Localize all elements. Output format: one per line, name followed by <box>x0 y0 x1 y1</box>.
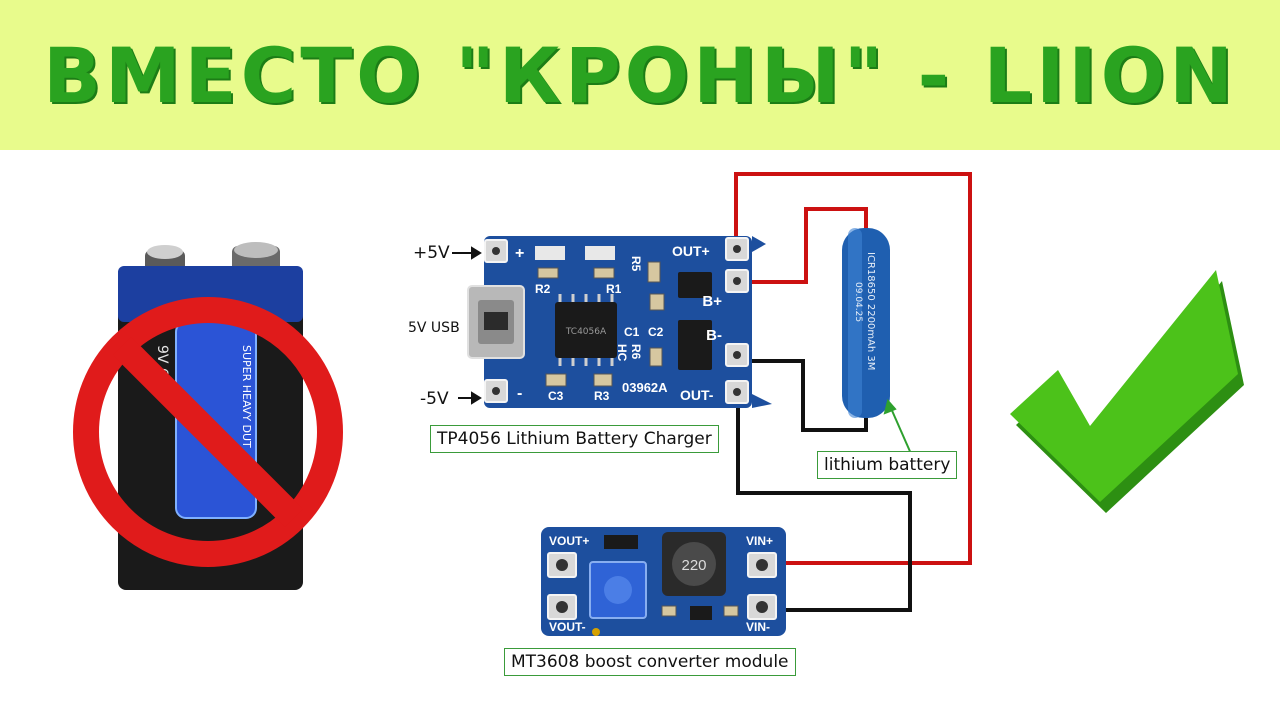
pin-vin-plus-label: VIN+ <box>746 534 773 548</box>
battery-9v-side-label: SUPER HEAVY DUT <box>240 345 253 448</box>
input-arrows <box>452 246 482 405</box>
pin-vout-plus-label: VOUT+ <box>549 534 589 548</box>
pin-b-plus-label: B+ <box>702 293 722 310</box>
pin-minus-sign: - <box>517 385 522 402</box>
input-minus-5v-label: -5V <box>420 389 449 409</box>
pin-plus-sign: + <box>515 245 524 262</box>
wire-black-b-minus <box>740 359 868 432</box>
tp4056-caption: TP4056 Lithium Battery Charger <box>430 425 719 453</box>
lithium-cell-18650: ICR18650 2200mAh 3M 09.04.25 <box>842 228 890 418</box>
wire-black-out-minus <box>736 394 912 612</box>
tp4056-board: TC4056A + - OUT+ B+ B- OUT- 03962A R2 R1… <box>467 236 772 408</box>
cell-pointer-arrow <box>883 398 913 457</box>
pin-vout-minus-label: VOUT- <box>549 620 586 634</box>
chip-marking: TC4056A <box>565 327 607 337</box>
pin-out-minus-label: OUT- <box>680 387 714 403</box>
prohibition-sign-icon <box>73 297 343 567</box>
comp-r1: R1 <box>606 282 622 296</box>
comp-c3: C3 <box>548 389 564 403</box>
mt3608-board: 220 VOUT+ VOUT- VIN+ VIN- <box>541 527 786 636</box>
pin-vin-minus-label: VIN- <box>746 620 770 634</box>
cell-print: ICR18650 2200mAh 3M <box>865 252 876 370</box>
checkmark-icon <box>1010 270 1244 513</box>
mt3608-caption: MT3608 boost converter module <box>504 648 796 676</box>
title-banner: ВМЕСТО "КРОНЫ" - LIION <box>0 0 1280 150</box>
comp-r2: R2 <box>535 282 551 296</box>
input-plus-5v-label: +5V <box>413 243 450 263</box>
board-code: 03962A <box>622 380 668 395</box>
wire-red-out-plus <box>734 172 972 565</box>
comp-r5: R5 <box>629 256 643 272</box>
comp-c1: C1 <box>624 325 640 339</box>
lithium-battery-caption: lithium battery <box>817 451 958 479</box>
wires <box>734 172 972 612</box>
tp4056-chip <box>555 302 617 358</box>
pin-out-plus-label: OUT+ <box>672 243 710 259</box>
page-title: ВМЕСТО "КРОНЫ" - LIION <box>43 30 1237 120</box>
battery-9v-illustration: 9V 6 SUPER HEAVY DUT <box>73 242 343 590</box>
comp-r3: R3 <box>594 389 610 403</box>
wire-red-b-plus <box>736 207 868 284</box>
pin-b-minus-label: B- <box>706 327 722 344</box>
cell-print-date: 09.04.25 <box>853 282 863 322</box>
comp-r6: R6 <box>629 344 643 360</box>
inductor-marking: 220 <box>681 557 706 574</box>
comp-hc: HC <box>615 344 629 362</box>
comp-c2: C2 <box>648 325 664 339</box>
input-usb-label: 5V USB <box>408 320 460 336</box>
